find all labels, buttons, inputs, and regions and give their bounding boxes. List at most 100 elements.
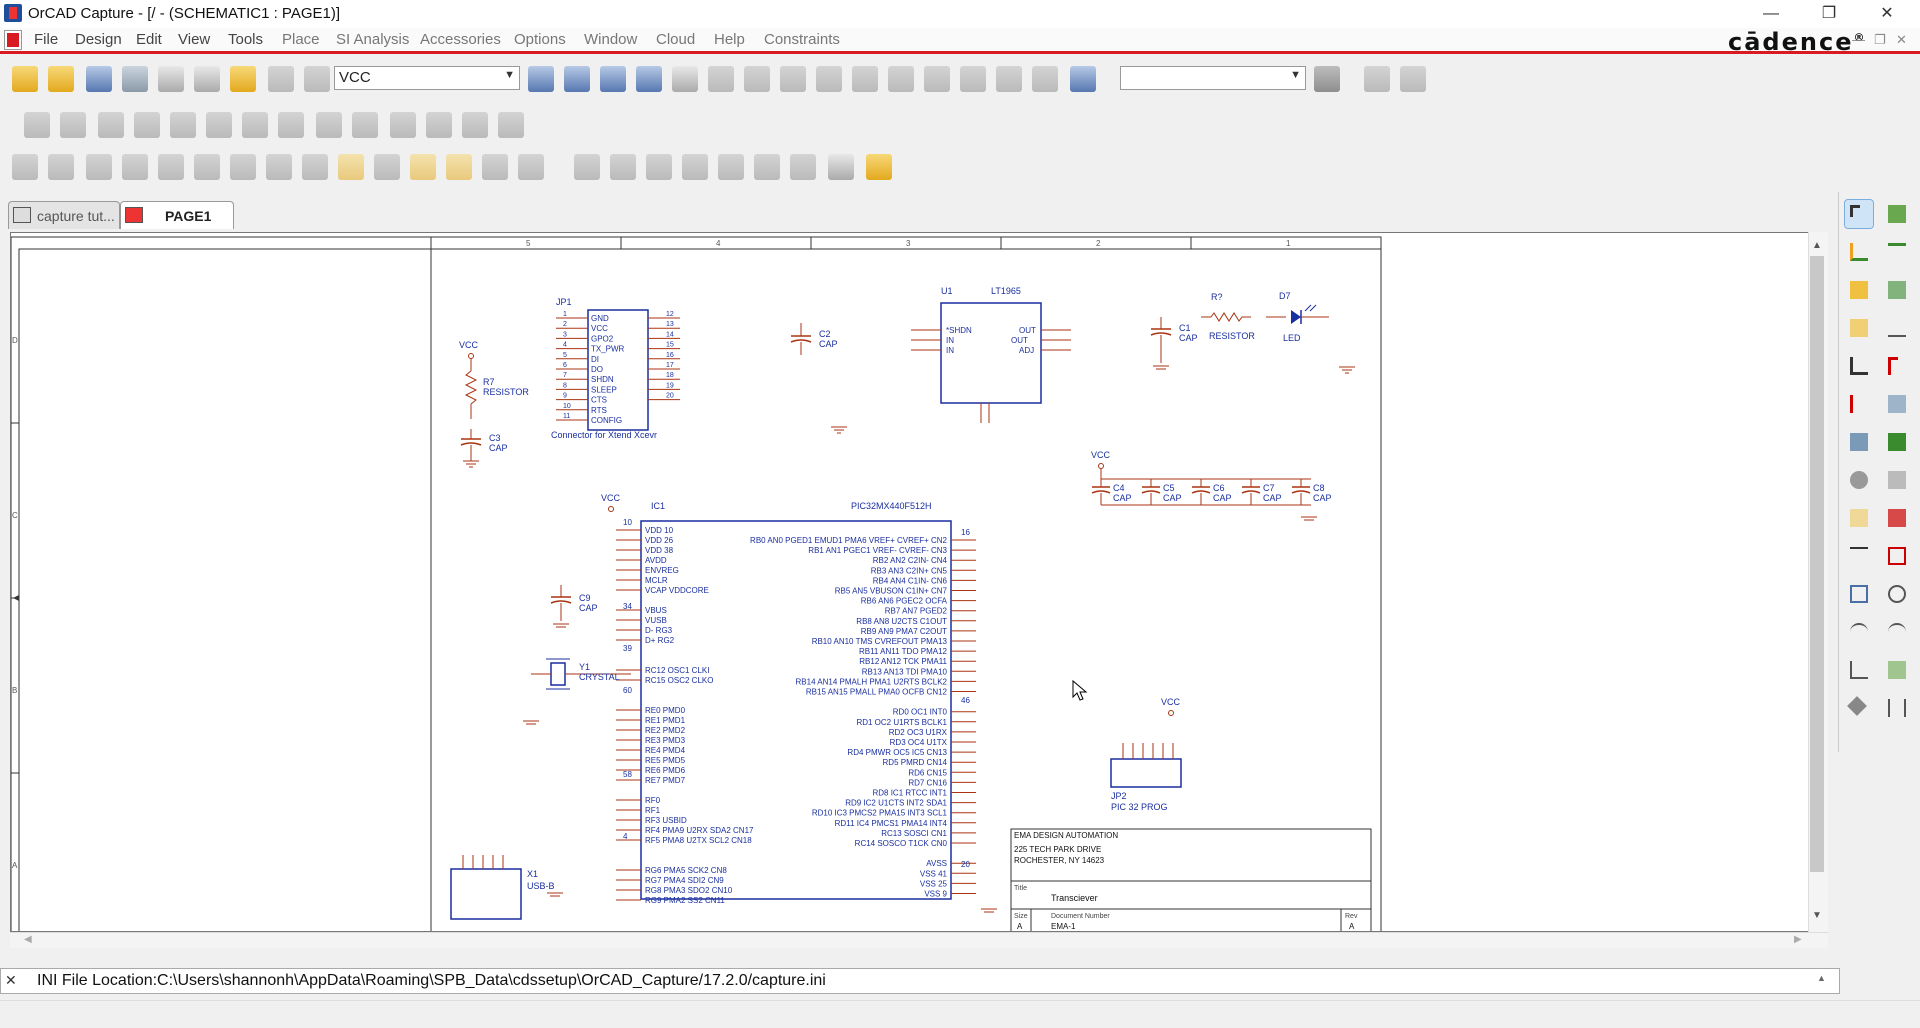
- place-no-connect-icon[interactable]: [1845, 390, 1873, 418]
- minimize-button[interactable]: —: [1763, 5, 1779, 22]
- help-icon[interactable]: [1070, 66, 1096, 92]
- menu-view[interactable]: View: [178, 31, 211, 48]
- sim-tool-icon[interactable]: [426, 112, 452, 138]
- place-bus-icon[interactable]: [1883, 238, 1911, 266]
- tool-icon[interactable]: [960, 66, 986, 92]
- edit-tool-icon[interactable]: [158, 154, 184, 180]
- lock-icon[interactable]: [866, 154, 892, 180]
- tab-page1[interactable]: PAGE1: [120, 201, 234, 229]
- place-text-icon[interactable]: [1883, 314, 1911, 342]
- place-text-label-icon[interactable]: [1883, 656, 1911, 684]
- place-rectangle-icon[interactable]: [1845, 580, 1873, 608]
- edit-tool-icon[interactable]: [302, 154, 328, 180]
- undo-icon[interactable]: [268, 66, 294, 92]
- current-marker-icon[interactable]: [390, 112, 416, 138]
- edit-tool-icon[interactable]: [482, 154, 508, 180]
- voltage-marker-icon[interactable]: [316, 112, 342, 138]
- open-folder-icon[interactable]: [48, 66, 74, 92]
- menu-accessories[interactable]: Accessories: [420, 31, 501, 48]
- place-part-icon[interactable]: [1883, 200, 1911, 228]
- edit-tool-icon[interactable]: [194, 154, 220, 180]
- place-off-page-connector-icon[interactable]: [1845, 504, 1873, 532]
- align-right-icon[interactable]: [646, 154, 672, 180]
- place-polyline-icon[interactable]: [1883, 542, 1911, 570]
- mdi-close-button[interactable]: ✕: [1896, 32, 1907, 47]
- place-bus-entry-icon[interactable]: [1883, 276, 1911, 304]
- edit-tool-icon[interactable]: [374, 154, 400, 180]
- paste-icon[interactable]: [230, 66, 256, 92]
- align-left-icon[interactable]: [574, 154, 600, 180]
- place-net-group-icon[interactable]: [1845, 314, 1873, 342]
- c2-capacitor[interactable]: C2 CAP: [790, 323, 838, 355]
- sim-tool-icon[interactable]: [134, 112, 160, 138]
- distribute-vertical-icon[interactable]: [828, 154, 854, 180]
- copy-icon[interactable]: [194, 66, 220, 92]
- zoom-area-icon[interactable]: [600, 66, 626, 92]
- menu-file[interactable]: File: [34, 31, 59, 48]
- edit-tool-icon[interactable]: [266, 154, 292, 180]
- place-arc-icon[interactable]: [1845, 618, 1873, 646]
- edit-tool-icon[interactable]: [338, 154, 364, 180]
- scroll-up-icon[interactable]: ▲: [1812, 240, 1822, 251]
- play-icon[interactable]: [98, 112, 124, 138]
- place-ieee-symbol-icon[interactable]: [1845, 694, 1873, 722]
- scroll-left-icon[interactable]: ◀: [24, 934, 32, 945]
- place-cross-icon[interactable]: [1883, 352, 1911, 380]
- sim-tool-icon[interactable]: [498, 112, 524, 138]
- document-icon[interactable]: [4, 30, 22, 50]
- y1-crystal[interactable]: Y1 CRYSTAL: [523, 658, 631, 725]
- scroll-down-icon[interactable]: ▼: [1812, 910, 1822, 921]
- tool-icon[interactable]: [816, 66, 842, 92]
- binoculars-icon[interactable]: [1314, 66, 1340, 92]
- tool-icon[interactable]: [852, 66, 878, 92]
- d7-led[interactable]: D7 LED: [1266, 291, 1329, 343]
- menu-constraints[interactable]: Constraints: [764, 31, 840, 48]
- edit-tool-icon[interactable]: [122, 154, 148, 180]
- x1-usb-connector[interactable]: X1 USB-B: [450, 855, 563, 920]
- power-marker-icon[interactable]: [462, 112, 488, 138]
- menu-help[interactable]: Help: [714, 31, 745, 48]
- r7-resistor[interactable]: VCC R7 RESISTOR: [459, 340, 529, 419]
- jp2-prog-header[interactable]: VCC JP2 PIC 32 PROG: [1110, 697, 1182, 812]
- tool-icon[interactable]: [780, 66, 806, 92]
- edit-tool-icon[interactable]: [48, 154, 74, 180]
- tool-icon[interactable]: [996, 66, 1022, 92]
- edit-tool-icon[interactable]: [230, 154, 256, 180]
- menu-place[interactable]: Place: [282, 31, 320, 48]
- scroll-right-icon[interactable]: ▶: [1794, 934, 1802, 945]
- save-icon[interactable]: [86, 66, 112, 92]
- r-unassigned-resistor[interactable]: R? RESISTOR: [1201, 292, 1255, 341]
- menu-window[interactable]: Window: [584, 31, 638, 48]
- place-line-icon[interactable]: [1845, 542, 1873, 570]
- tool-icon[interactable]: [708, 66, 734, 92]
- mdi-minimize-button[interactable]: —: [1852, 32, 1865, 47]
- place-bookmark-icon[interactable]: [1883, 694, 1911, 722]
- tab-capture-tutorial[interactable]: capture tut...: [8, 201, 120, 229]
- sim-tool-icon[interactable]: [352, 112, 378, 138]
- menu-design[interactable]: Design: [75, 31, 122, 48]
- edit-tool-icon[interactable]: [518, 154, 544, 180]
- edit-tool-icon[interactable]: [12, 154, 38, 180]
- align-bottom-icon[interactable]: [754, 154, 780, 180]
- print-icon[interactable]: [122, 66, 148, 92]
- log-scroll-up-icon[interactable]: ▲: [1817, 973, 1826, 983]
- sim-tool-icon[interactable]: [242, 112, 268, 138]
- place-auto-wire-icon[interactable]: [1845, 656, 1873, 684]
- menu-edit[interactable]: Edit: [136, 31, 162, 48]
- place-wire-icon[interactable]: [1845, 238, 1873, 266]
- place-ground-icon[interactable]: [1845, 428, 1873, 456]
- align-middle-icon[interactable]: [718, 154, 744, 180]
- part-combo[interactable]: VCC ▼: [334, 66, 520, 90]
- place-pin-icon[interactable]: [1883, 466, 1911, 494]
- u1-regulator[interactable]: U1 LT1965 *SHDN IN IN OUT OUT ADJ: [911, 286, 1071, 423]
- place-power-icon[interactable]: [1883, 390, 1911, 418]
- place-junction-icon[interactable]: [1845, 352, 1873, 380]
- sim-tool-icon[interactable]: [170, 112, 196, 138]
- menu-tools[interactable]: Tools: [228, 31, 264, 48]
- distribute-horizontal-icon[interactable]: [790, 154, 816, 180]
- sim-tool-icon[interactable]: [24, 112, 50, 138]
- align-top-icon[interactable]: [682, 154, 708, 180]
